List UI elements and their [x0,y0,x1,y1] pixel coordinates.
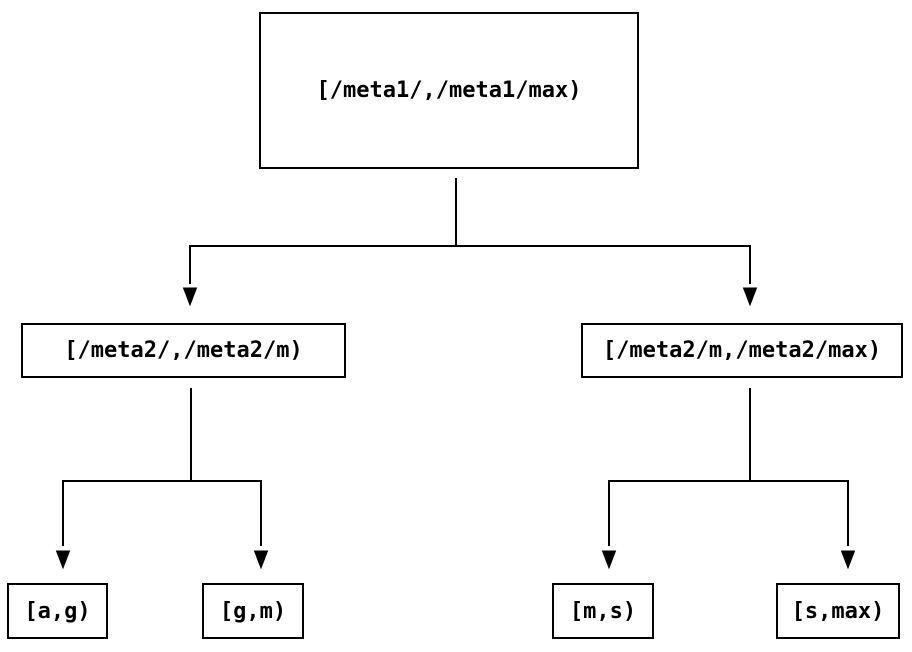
node-root: [/meta1/,/meta1/max) [259,12,639,169]
node-meta2-high-label: [/meta2/m,/meta2/max) [602,338,882,363]
arrowhead-icon [742,287,758,307]
arrowhead-icon [601,550,617,570]
node-leaf-m-s-label: [m,s) [569,598,637,624]
node-leaf-g-m-label: [g,m) [219,598,287,624]
node-meta2-high: [/meta2/m,/meta2/max) [581,323,903,378]
arrowhead-icon [840,550,856,570]
arrowhead-icon [253,550,269,570]
node-leaf-g-m: [g,m) [202,583,304,639]
node-meta2-low: [/meta2/,/meta2/m) [21,323,346,378]
connector-root-children [182,178,758,307]
node-leaf-a-g: [a,g) [7,583,108,639]
arrowhead-icon [55,550,71,570]
node-leaf-m-s: [m,s) [552,583,654,639]
node-meta2-low-label: [/meta2/,/meta2/m) [64,338,303,363]
connector-meta2high-children [601,388,856,570]
node-leaf-s-max: [s,max) [776,583,900,639]
node-leaf-a-g-label: [a,g) [24,598,91,624]
connector-meta2low-children [55,388,269,570]
node-root-label: [/meta1/,/meta1/max) [316,78,582,103]
arrowhead-icon [182,287,198,307]
node-leaf-s-max-label: [s,max) [791,598,885,624]
